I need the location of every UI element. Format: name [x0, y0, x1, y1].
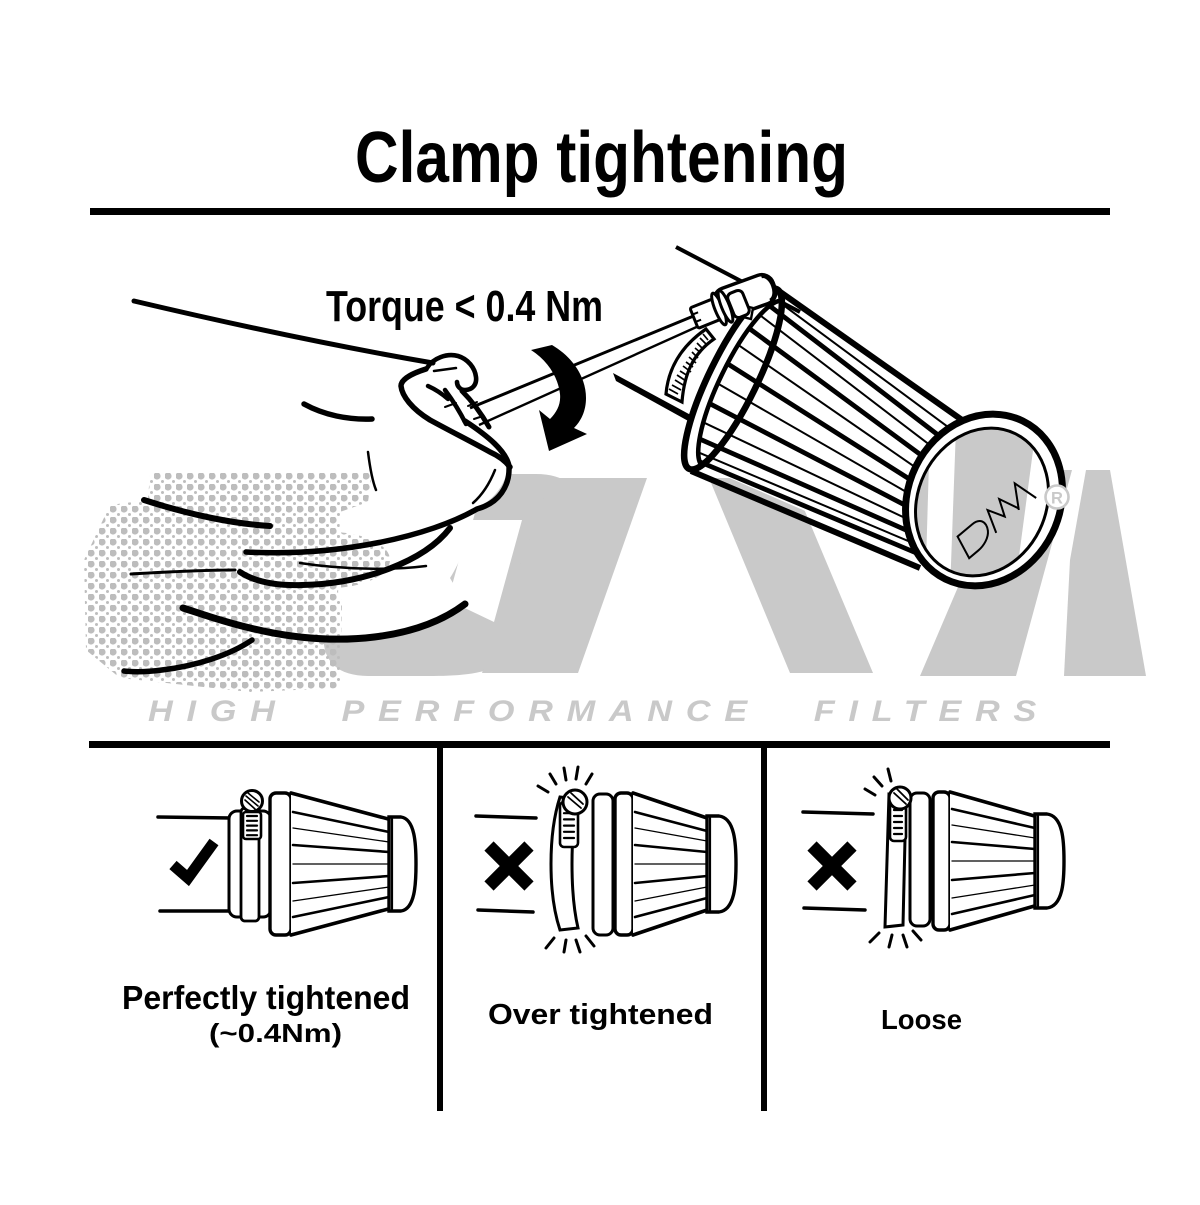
svg-text:(~0.4Nm): (~0.4Nm): [209, 1018, 342, 1048]
svg-text:Clamp tightening: Clamp tightening: [355, 118, 848, 198]
svg-text:Torque < 0.4 Nm: Torque < 0.4 Nm: [326, 282, 603, 331]
svg-text:Loose: Loose: [881, 1004, 962, 1035]
svg-text:Over tightened: Over tightened: [488, 999, 713, 1031]
svg-text:Perfectly tightened: Perfectly tightened: [122, 979, 410, 1016]
svg-text:HIGH PERFORMANCE FILTERS: HIGH PERFORMANCE FILTERS: [148, 695, 1050, 728]
svg-text:R: R: [1051, 490, 1063, 508]
